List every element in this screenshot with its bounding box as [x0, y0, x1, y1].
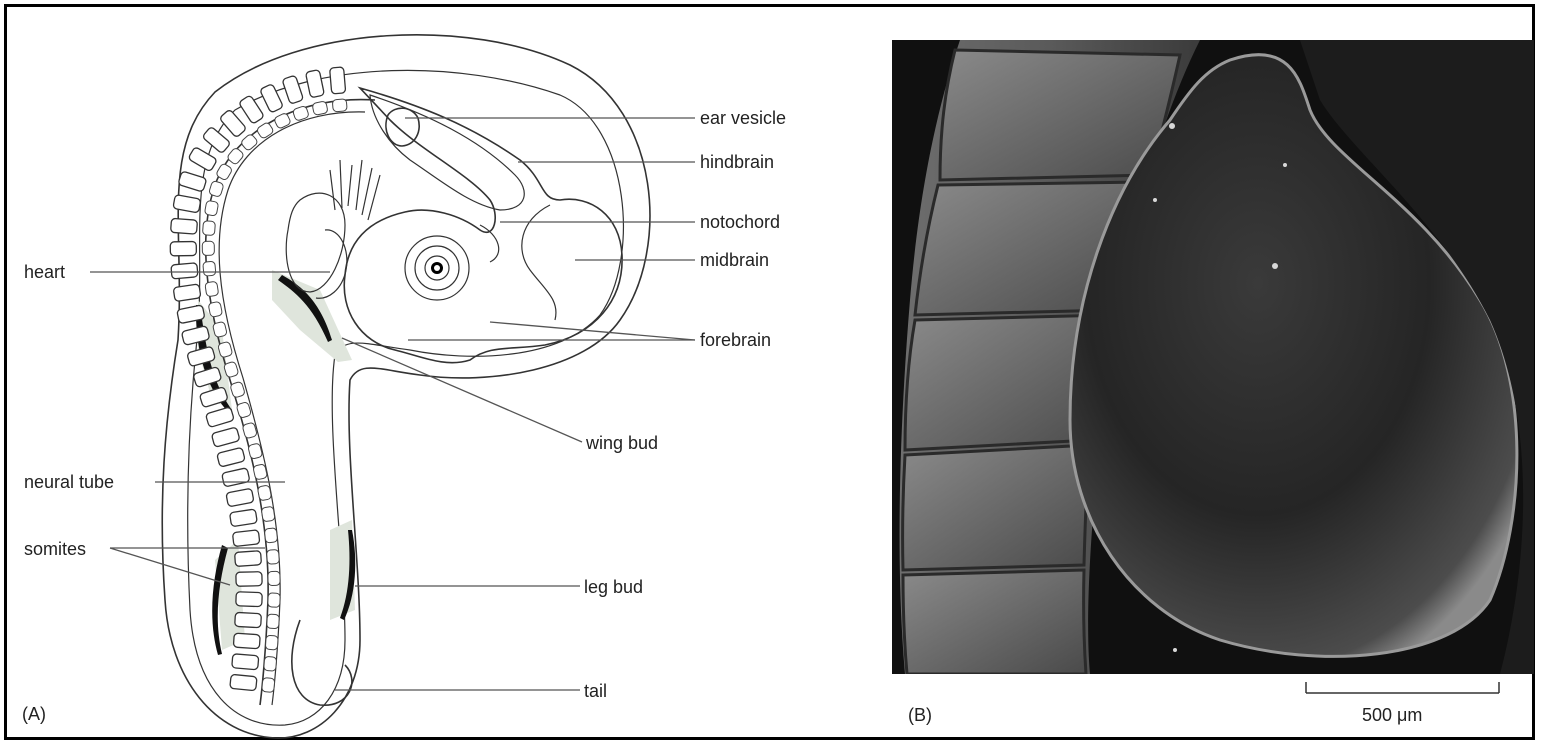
- somite-block: [282, 75, 304, 104]
- label-wing-bud: wing bud: [585, 433, 658, 453]
- neural-tube-segment: [202, 241, 214, 255]
- neural-tube-segment: [261, 506, 275, 522]
- somite-block: [239, 95, 265, 124]
- somite-block: [236, 572, 262, 587]
- label-hindbrain: hindbrain: [700, 152, 774, 172]
- label-ear-vesicle: ear vesicle: [700, 108, 786, 128]
- somite-block: [330, 67, 346, 94]
- heart-shape: [286, 160, 380, 298]
- somite-block: [232, 530, 259, 547]
- neural-tube-segment: [236, 402, 252, 419]
- somite-block: [232, 654, 259, 670]
- label-neural-tube: neural tube: [24, 472, 114, 492]
- somite-block: [236, 592, 263, 607]
- somite-block: [230, 674, 257, 690]
- neural-tube-segment: [208, 301, 223, 317]
- label-heart: heart: [24, 262, 65, 282]
- somite-block: [233, 633, 260, 649]
- somite-block: [217, 447, 246, 467]
- neural-tube-segment: [230, 381, 246, 398]
- scale-bar-label: 500 μm: [1362, 705, 1422, 725]
- somite-block: [235, 551, 262, 567]
- hindbrain-fold: [480, 225, 499, 262]
- neural-tube-segment: [332, 99, 347, 112]
- neural-tube-segment: [204, 200, 218, 216]
- neural-tube-segment: [312, 101, 328, 116]
- eye: [405, 236, 469, 300]
- label-midbrain: midbrain: [700, 250, 769, 270]
- neural-tube-segment: [256, 122, 274, 140]
- somite-block: [173, 195, 201, 213]
- neural-tube-segment: [262, 677, 275, 692]
- panel-a-diagram: ear vesicle hindbrain notochord midbrain…: [22, 35, 786, 738]
- label-tail: tail: [584, 681, 607, 701]
- neural-tube-segment: [268, 571, 280, 585]
- neural-tube-segment: [257, 485, 271, 501]
- neural-tube-segment: [264, 528, 277, 543]
- somite-block: [226, 488, 254, 507]
- neural-tube-segment: [267, 614, 280, 629]
- somite-block: [305, 70, 324, 98]
- neural-tube-segment: [205, 281, 219, 297]
- somite-block: [230, 509, 258, 527]
- somite-block: [188, 147, 218, 172]
- label-notochord: notochord: [700, 212, 780, 232]
- neural-tube-segment: [203, 261, 216, 276]
- somite-block: [171, 218, 198, 234]
- neural-tube-segment: [202, 221, 215, 236]
- neural-tube-segment: [264, 656, 277, 671]
- somite-block: [178, 171, 207, 192]
- somite-block: [205, 407, 234, 428]
- neural-tube-segment: [208, 180, 224, 197]
- label-forebrain: forebrain: [700, 330, 771, 350]
- neural-tube-segment: [265, 635, 278, 650]
- neural-tube-segment: [253, 464, 268, 480]
- neural-tube-segment: [268, 593, 281, 607]
- somite-block: [222, 468, 250, 487]
- neural-tube-segment: [240, 133, 258, 151]
- scale-bar: [1306, 682, 1499, 693]
- somite-block: [173, 284, 201, 302]
- somite-block: [202, 126, 231, 153]
- panel-b-tag: (B): [908, 705, 932, 725]
- panel-b-micrograph: 500 μm (B): [892, 40, 1534, 725]
- brain-inner-outline: [370, 95, 524, 210]
- somite-block: [235, 612, 262, 627]
- label-somites: somites: [24, 539, 86, 559]
- panel-a-tag: (A): [22, 704, 46, 724]
- neural-tube-segment: [267, 549, 280, 564]
- label-leg-bud: leg bud: [584, 577, 643, 597]
- somite-block: [219, 109, 247, 138]
- somite-block: [170, 241, 196, 255]
- ear-vesicle-shape: [386, 108, 419, 146]
- somite-block: [211, 427, 240, 447]
- somite-block: [260, 84, 284, 114]
- somite-block: [171, 263, 198, 279]
